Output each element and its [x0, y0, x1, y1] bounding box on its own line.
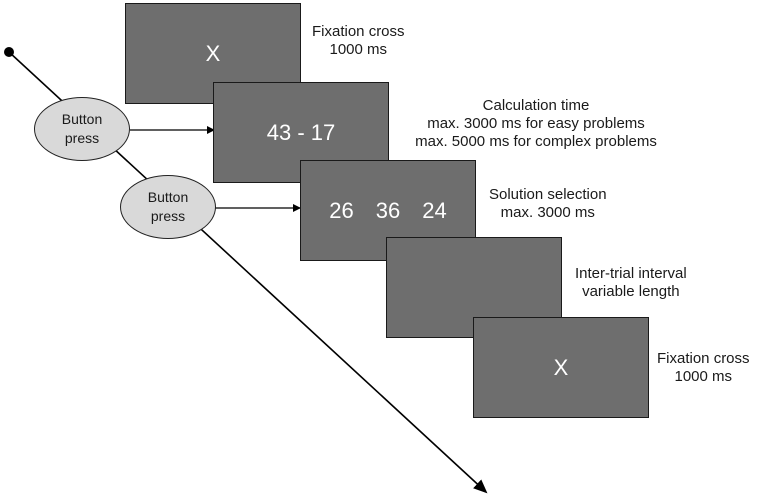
label-calculation-line-1: Calculation time: [482, 97, 590, 114]
response-oval-1-line-1: Button: [61, 111, 103, 127]
response-oval-1: Button press: [34, 97, 130, 161]
label-inter-trial-interval: Inter-trial interval variable length: [575, 265, 687, 301]
label-solution-selection: Solution selection max. 3000 ms: [489, 186, 607, 222]
response-oval-2-line-2: press: [150, 208, 186, 224]
solution-choice-1: 26: [329, 197, 354, 223]
label-solution-selection-line-2: max. 3000 ms: [500, 204, 595, 221]
label-fixation-1-line-2: 1000 ms: [329, 41, 388, 58]
label-calculation-line-3: max. 5000 ms for complex problems: [415, 133, 657, 150]
solution-choice-2: 36: [375, 197, 401, 223]
screen-fixation-1-content: X: [205, 40, 221, 66]
screen-calculation-content: 43 - 17: [266, 119, 336, 145]
response-oval-1-line-2: press: [64, 130, 100, 146]
label-fixation-1-line-1: Fixation cross: [312, 23, 405, 40]
time-axis-start-dot: [4, 47, 14, 57]
response-oval-2-line-1: Button: [147, 189, 189, 205]
solution-choices: 26 36 24: [329, 198, 446, 224]
label-fixation-2-line-2: 1000 ms: [674, 368, 733, 385]
response-oval-2: Button press: [120, 175, 216, 239]
screen-fixation-2-content: X: [553, 354, 569, 380]
label-inter-trial-interval-line-2: variable length: [582, 283, 680, 300]
screen-fixation-2: X: [473, 317, 649, 418]
label-fixation-2: Fixation cross 1000 ms: [657, 350, 750, 386]
label-calculation-line-2: max. 3000 ms for easy problems: [427, 115, 645, 132]
label-fixation-2-line-1: Fixation cross: [657, 350, 750, 367]
label-solution-selection-line-1: Solution selection: [489, 186, 607, 203]
label-calculation: Calculation time max. 3000 ms for easy p…: [396, 97, 676, 151]
label-fixation-1: Fixation cross 1000 ms: [312, 23, 405, 59]
label-inter-trial-interval-line-1: Inter-trial interval: [575, 265, 687, 282]
solution-choice-3: 24: [422, 197, 447, 223]
